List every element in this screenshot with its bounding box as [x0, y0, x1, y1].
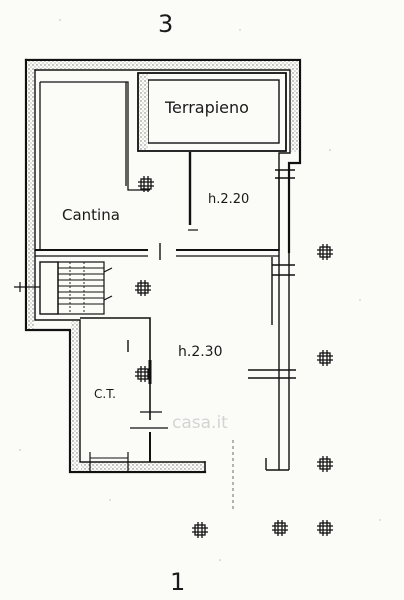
stair — [14, 261, 113, 315]
column-symbols — [135, 176, 333, 538]
right-wall — [248, 169, 296, 471]
ct-walls — [80, 317, 168, 472]
paper-speckle — [19, 19, 381, 561]
terrapieno-box — [137, 72, 287, 152]
outer-walls — [24, 58, 302, 474]
top-page-number: 3 — [158, 10, 173, 38]
label-terrapieno: Terrapieno — [164, 98, 249, 117]
label-cantina: Cantina — [62, 206, 120, 224]
label-height-main: h.2.30 — [178, 344, 223, 360]
watermark: casa.it — [172, 413, 228, 433]
wall-hatching — [27, 61, 299, 471]
label-height-upper: h.2.20 — [208, 192, 249, 207]
partition-walls — [35, 152, 279, 260]
label-centrale-termica: C.T. — [94, 387, 116, 401]
bottom-page-number: 1 — [170, 568, 185, 596]
cantina-walls — [39, 81, 150, 250]
